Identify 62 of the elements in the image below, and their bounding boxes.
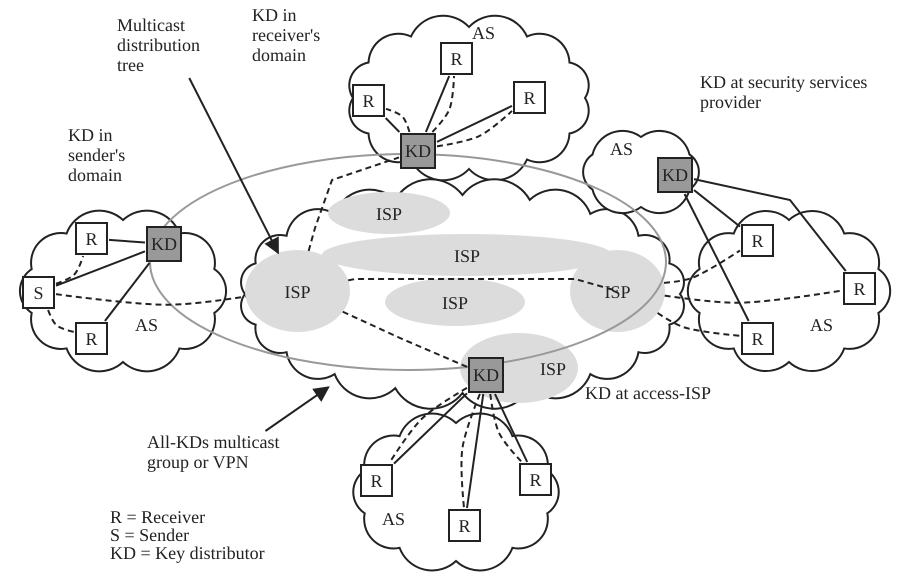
multicast-tree-line (657, 312, 740, 337)
multicast-tree-line (436, 110, 513, 148)
key-distributor-box: KD (657, 157, 693, 193)
host-box: R (75, 222, 108, 255)
connector-line (694, 178, 847, 272)
multicast-tree-line (348, 278, 618, 292)
host-box: R (448, 509, 481, 542)
isp-label: ISP (604, 282, 630, 301)
legend-text: S = Sender (110, 525, 190, 546)
cloud-label: AS (472, 24, 496, 42)
legend-text: KD = Key distributor (110, 543, 266, 564)
isp-label: ISP (454, 246, 480, 265)
key-distributor-box: KD (146, 226, 182, 262)
host-box: R (513, 81, 546, 114)
multicast-tree-line (56, 256, 84, 285)
host-box: R (440, 42, 473, 75)
cloud-label: AS (610, 140, 634, 158)
multicast-tree-line (664, 250, 741, 284)
multicast-tree-line (664, 290, 842, 304)
connector-line (684, 194, 750, 322)
host-box: R (75, 322, 108, 355)
connector-line (424, 76, 450, 132)
host-box: R (741, 224, 774, 257)
connector-line (494, 394, 528, 462)
multicast-tree-line (460, 394, 481, 508)
key-distributor-box: KD (468, 357, 504, 393)
host-box: R (360, 464, 393, 497)
connector-line (104, 262, 150, 322)
annotation-text: KD at security services provider (700, 72, 868, 112)
multicast-tree-line (342, 310, 468, 368)
legend-text: R = Receiver (110, 507, 206, 528)
host-box: R (519, 463, 552, 496)
cloud-label: AS (135, 316, 158, 334)
host-box: R (843, 272, 876, 305)
connector-line (384, 117, 400, 133)
callout-text: All-KDs multicast group or VPN (147, 432, 312, 480)
isp-label: ISP (540, 360, 566, 378)
annotation-text: KD in receiver's domain (252, 5, 322, 66)
isp-label: ISP (376, 204, 402, 223)
host-box: R (352, 84, 385, 117)
host-box: R (741, 322, 774, 355)
annotation-text: KD at access-ISP (585, 383, 712, 404)
connector-line (466, 394, 484, 508)
annotation-text: KD in sender's domain (68, 125, 126, 186)
key-distributor-box: KD (400, 133, 436, 169)
host-box: S (22, 276, 55, 309)
callout-text: Multicast distribution tree (117, 15, 229, 77)
connector-line (436, 105, 512, 143)
multicast-tree-line (386, 108, 410, 132)
multicast-tree-line (47, 310, 74, 333)
isp-label: ISP (284, 282, 310, 301)
multicast-tree-line (432, 76, 456, 133)
connector-line (693, 189, 741, 228)
leader-line (188, 78, 280, 254)
connector-line (108, 238, 146, 244)
cloud-label: AS (810, 316, 834, 334)
multicast-tree-line (308, 156, 400, 252)
leader-line (264, 386, 330, 432)
multicast-tree-line (489, 394, 523, 463)
cloud-label: AS (382, 510, 406, 528)
connector-line (56, 250, 146, 287)
isp-label: ISP (442, 294, 468, 312)
